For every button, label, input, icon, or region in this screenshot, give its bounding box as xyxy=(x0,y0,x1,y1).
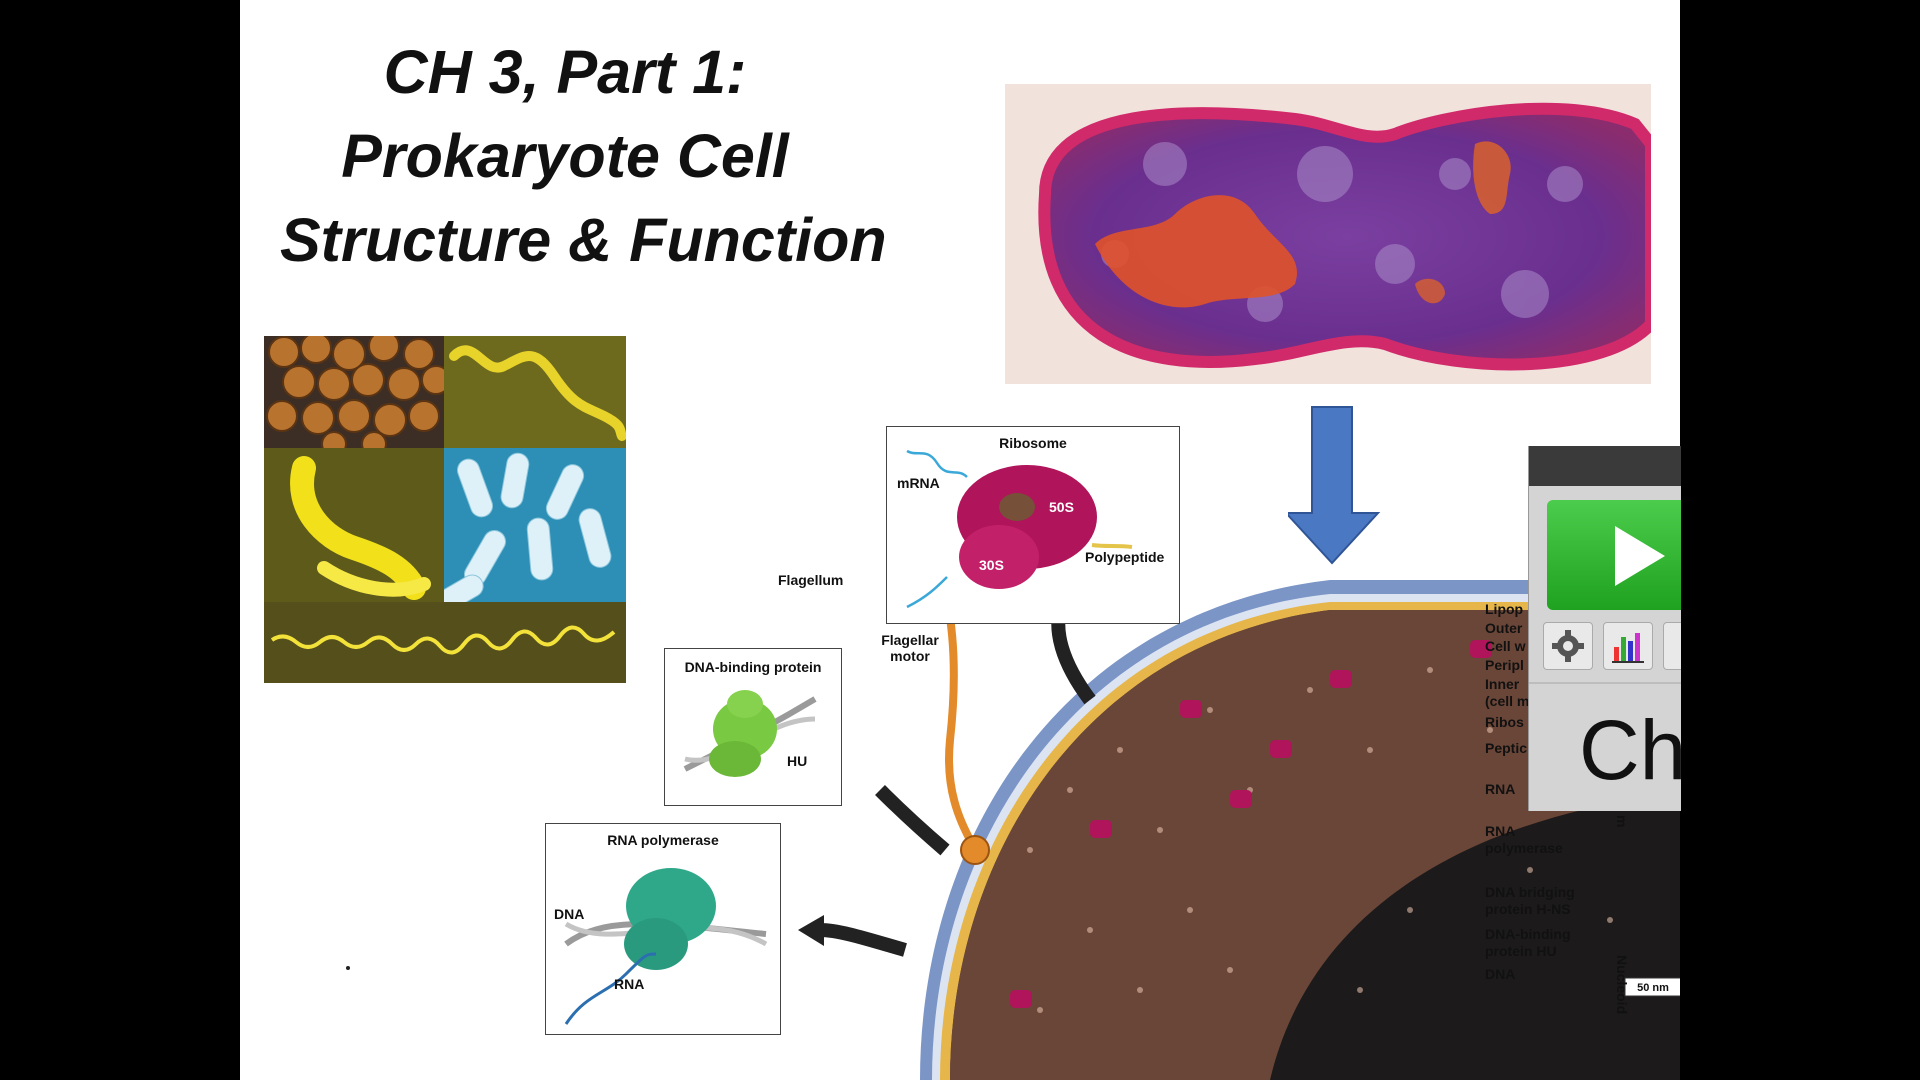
label-periplasm: Peripl xyxy=(1485,657,1524,673)
label-cytoplasm-fragment: m xyxy=(1614,815,1630,828)
cocci-image xyxy=(264,336,444,448)
bacteria-shapes-collage xyxy=(264,336,626,683)
label-dna-binding-hu-2: protein HU xyxy=(1485,943,1557,959)
slide-title: CH 3, Part 1: Prokaryote Cell Structure … xyxy=(280,30,887,282)
bacterium-micrograph xyxy=(1005,84,1651,384)
stray-dot xyxy=(346,966,350,970)
slide: CH 3, Part 1: Prokaryote Cell Structure … xyxy=(240,0,1680,1080)
label-rna: RNA xyxy=(1485,781,1516,797)
dna-binding-protein-inset: DNA-binding protein HU xyxy=(664,648,842,806)
gear-icon xyxy=(1552,630,1584,662)
hu-label: HU xyxy=(787,753,808,769)
widget-partial-text: Ch xyxy=(1579,703,1681,797)
mrna-label: mRNA xyxy=(897,475,940,491)
rnap-dna-label: DNA xyxy=(554,906,585,922)
rnap-rna-label: RNA xyxy=(614,976,645,992)
widget-title-bar[interactable] xyxy=(1529,446,1681,486)
play-button[interactable] xyxy=(1547,500,1681,610)
rna-polymerase-inset: RNA polymerase DNA RNA xyxy=(545,823,781,1035)
flagellar-motor-line-1: Flagellar xyxy=(881,632,939,648)
flagellar-motor-line-2: motor xyxy=(890,648,930,664)
polypeptide-label: Polypeptide xyxy=(1085,549,1165,565)
scale-bar-label: 50 nm xyxy=(1637,982,1669,994)
play-icon xyxy=(1615,526,1665,586)
label-outer-membrane: Outer xyxy=(1485,620,1523,636)
rna-polymerase-title: RNA polymerase xyxy=(607,832,719,848)
ribosome-inset: Ribosome mRNA 50S 30S Polypeptide xyxy=(886,426,1180,624)
title-line-2: Prokaryote Cell xyxy=(341,122,789,190)
down-arrow-icon xyxy=(1288,406,1381,565)
label-dna-bridging-2: protein H-NS xyxy=(1485,901,1571,917)
label-peptide: Peptic xyxy=(1485,740,1528,756)
label-dna-binding-hu-1: DNA-binding xyxy=(1485,926,1571,942)
label-cell-wall: Cell w xyxy=(1485,638,1526,654)
label-dna-bridging-1: DNA bridging xyxy=(1485,884,1575,900)
stats-button[interactable] xyxy=(1603,622,1653,670)
label-dna: DNA xyxy=(1485,966,1516,982)
flagellum-label: Flagellum xyxy=(778,572,844,588)
title-line-1: CH 3, Part 1: xyxy=(383,38,747,106)
label-nucleoid: Nucleoid xyxy=(1614,955,1630,1015)
vibrio-image xyxy=(264,448,444,602)
flagellar-motor-label: Flagellar motor xyxy=(880,632,940,664)
bar-chart-icon xyxy=(1612,633,1644,663)
bacilli-image xyxy=(444,448,626,602)
dna-binding-title: DNA-binding protein xyxy=(684,659,822,675)
ribosome-title: Ribosome xyxy=(999,435,1067,451)
spirillum-image xyxy=(444,336,626,448)
ribosome-50s-label: 50S xyxy=(1049,499,1074,515)
ribosome-30s-label: 30S xyxy=(979,557,1004,573)
spirochete-image xyxy=(264,602,626,683)
widget-divider xyxy=(1529,682,1681,684)
recorder-widget-panel: Ch xyxy=(1528,446,1681,811)
title-line-3: Structure & Function xyxy=(280,206,887,274)
label-inner-membrane: Inner xyxy=(1485,676,1520,692)
label-lipopolysaccharide: Lipop xyxy=(1485,601,1524,617)
extra-tool-button[interactable] xyxy=(1663,622,1681,670)
label-ribosome: Ribos xyxy=(1485,714,1524,730)
settings-button[interactable] xyxy=(1543,622,1593,670)
label-rna-polymerase-2: polymerase xyxy=(1485,840,1563,856)
label-cell-membrane: (cell m xyxy=(1485,693,1530,709)
label-rna-polymerase-1: RNA xyxy=(1485,823,1516,839)
